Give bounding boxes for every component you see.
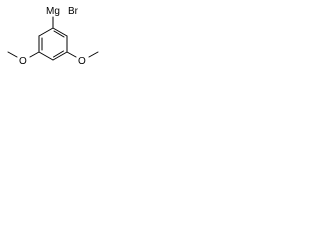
ring-bond-top-upperright <box>52 27 68 37</box>
bond-o-ch3-left <box>7 51 18 58</box>
ring-bond-bottom-lowerleft <box>38 51 54 61</box>
bond-o-ch3-right <box>88 51 99 58</box>
atom-label-o-left: O <box>19 56 27 67</box>
ring-bond-lowerright-bottom <box>52 51 68 61</box>
bond-ring-o-left <box>29 51 40 58</box>
atom-label-mg: Mg <box>46 6 60 17</box>
atom-label-br: Br <box>68 6 79 17</box>
bond-ring-o-right <box>66 51 77 58</box>
ring-bond-upperleft-top <box>38 27 54 37</box>
atom-label-o-right: O <box>78 56 86 67</box>
ring-double-bond-top-right <box>53 30 65 38</box>
structure-diagram: Mg Br O O <box>7 6 99 67</box>
ring-double-bond-bottom <box>53 50 64 58</box>
